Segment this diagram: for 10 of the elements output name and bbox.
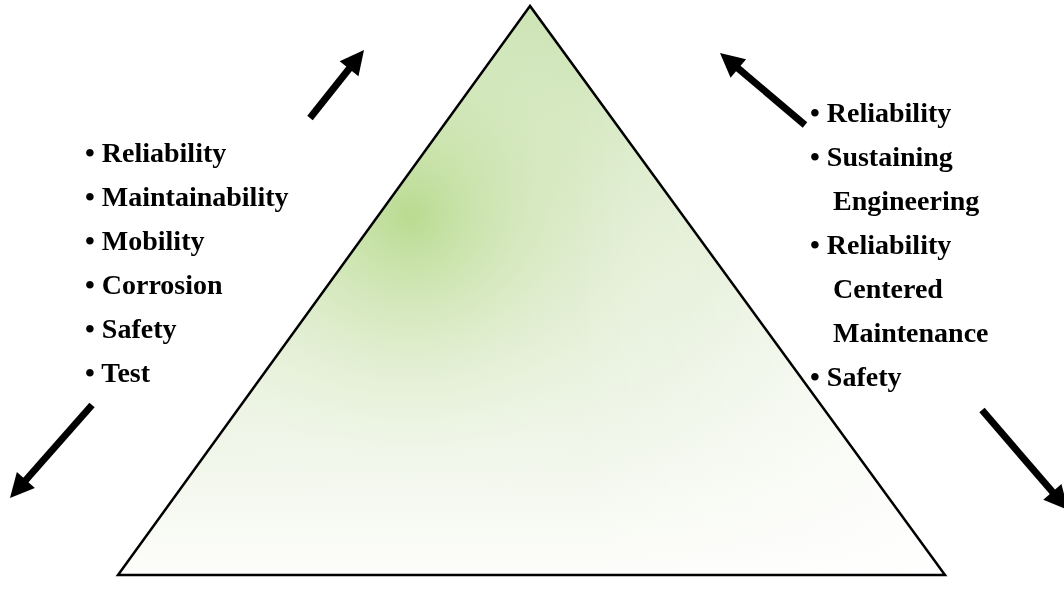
list-item: • Test xyxy=(85,356,152,390)
list-item: • Reliability Centered Maintenance xyxy=(810,228,990,350)
list-item: • Safety xyxy=(810,360,903,394)
list-item: • Maintainability xyxy=(85,180,290,214)
list-item: • Sustaining Engineering xyxy=(810,140,981,218)
list-item: • Corrosion xyxy=(85,268,224,302)
list-item: • Mobility xyxy=(85,224,206,258)
list-item: • Reliability xyxy=(85,136,228,170)
list-item: • Reliability xyxy=(810,96,953,130)
list-item: • Safety xyxy=(85,312,178,346)
